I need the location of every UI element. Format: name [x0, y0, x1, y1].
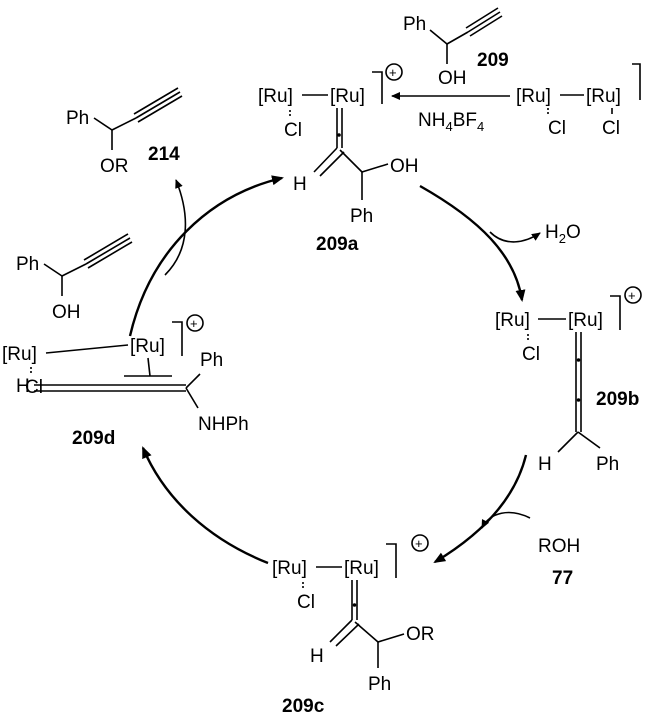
ph-label: Ph: [66, 108, 89, 129]
h-label: H: [293, 174, 307, 195]
compound-209: Ph OH 209: [403, 7, 509, 89]
cl-label: Cl: [602, 118, 620, 139]
nhph-label: NHPh: [198, 414, 249, 435]
oh-label: OH: [390, 156, 419, 177]
cycle-arrow-b-to-c: [433, 454, 528, 564]
cl-label: Cl: [284, 120, 302, 141]
or-label: OR: [406, 624, 435, 645]
compound-214: Ph OR 214: [66, 87, 183, 177]
cl-label: Cl: [548, 118, 566, 139]
nh4bf4-reagent: NH4BF4: [418, 110, 484, 134]
ph-label: Ph: [368, 674, 391, 695]
compound-label-209: 209: [477, 50, 509, 71]
positive-charge: +: [628, 288, 636, 303]
cycle-arrow-c-to-d: [141, 446, 269, 565]
ph-label: Ph: [350, 206, 373, 227]
positive-charge: +: [389, 65, 397, 80]
oh-label: OH: [52, 302, 81, 323]
positive-charge: +: [190, 316, 198, 331]
ph-label: Ph: [200, 350, 223, 371]
ru-label: [Ru]: [258, 86, 293, 107]
h-label: H: [538, 454, 552, 475]
cycle-arrow-d-to-a: [128, 175, 284, 337]
intermediate-209c: [Ru] [Ru] + Cl H OR Ph 209c: [272, 534, 435, 717]
compound-label-209a: 209a: [316, 234, 359, 255]
ru-label: [Ru]: [516, 86, 551, 107]
ru-label: [Ru]: [568, 310, 603, 331]
h-label: H: [16, 376, 30, 397]
ph-label: Ph: [16, 254, 39, 275]
ru-label: [Ru]: [272, 558, 307, 579]
free-propargylic-alcohol: Ph OH: [16, 233, 133, 323]
h-label: H: [310, 646, 324, 667]
compound-label-77: 77: [552, 568, 573, 589]
water-release-arrow: [489, 231, 541, 243]
cycle-arrow-a-to-b: [419, 184, 526, 302]
intermediate-209b: [Ru] [Ru] + Cl H Ph 209b: [495, 286, 642, 475]
ru-label: [Ru]: [586, 86, 621, 107]
cl-label: Cl: [297, 592, 315, 613]
ru-label: [Ru]: [330, 86, 365, 107]
compound-label-214: 214: [148, 144, 180, 165]
oh-label: OH: [438, 68, 467, 89]
roh-label: ROH: [538, 536, 580, 557]
positive-charge: +: [415, 536, 423, 551]
cl-label: Cl: [25, 377, 43, 398]
ru-label: [Ru]: [2, 344, 37, 365]
cl-label: Cl: [522, 344, 540, 365]
compound-label-209c: 209c: [282, 696, 325, 717]
water-label: H2O: [545, 222, 581, 246]
ph-label: Ph: [403, 14, 426, 35]
ru-label: [Ru]: [495, 310, 530, 331]
ph-label: Ph: [596, 454, 619, 475]
roh-addition-arrow: [481, 511, 531, 529]
ru-label: [Ru]: [344, 558, 379, 579]
or-label: OR: [100, 156, 129, 177]
intermediate-209a: [Ru] [Ru] + Cl H OH Ph 209a: [258, 63, 419, 255]
compound-label-209b: 209b: [596, 389, 639, 410]
product-release-arrow: [164, 179, 187, 276]
intermediate-209d: [Ru] [Ru] + Cl H Ph NHPh 209d: [2, 314, 249, 449]
compound-label-209d: 209d: [72, 428, 115, 449]
ruthenium-dimer-precatalyst: [Ru] [Ru] Cl Cl: [516, 63, 641, 139]
ru-label: [Ru]: [130, 336, 165, 357]
